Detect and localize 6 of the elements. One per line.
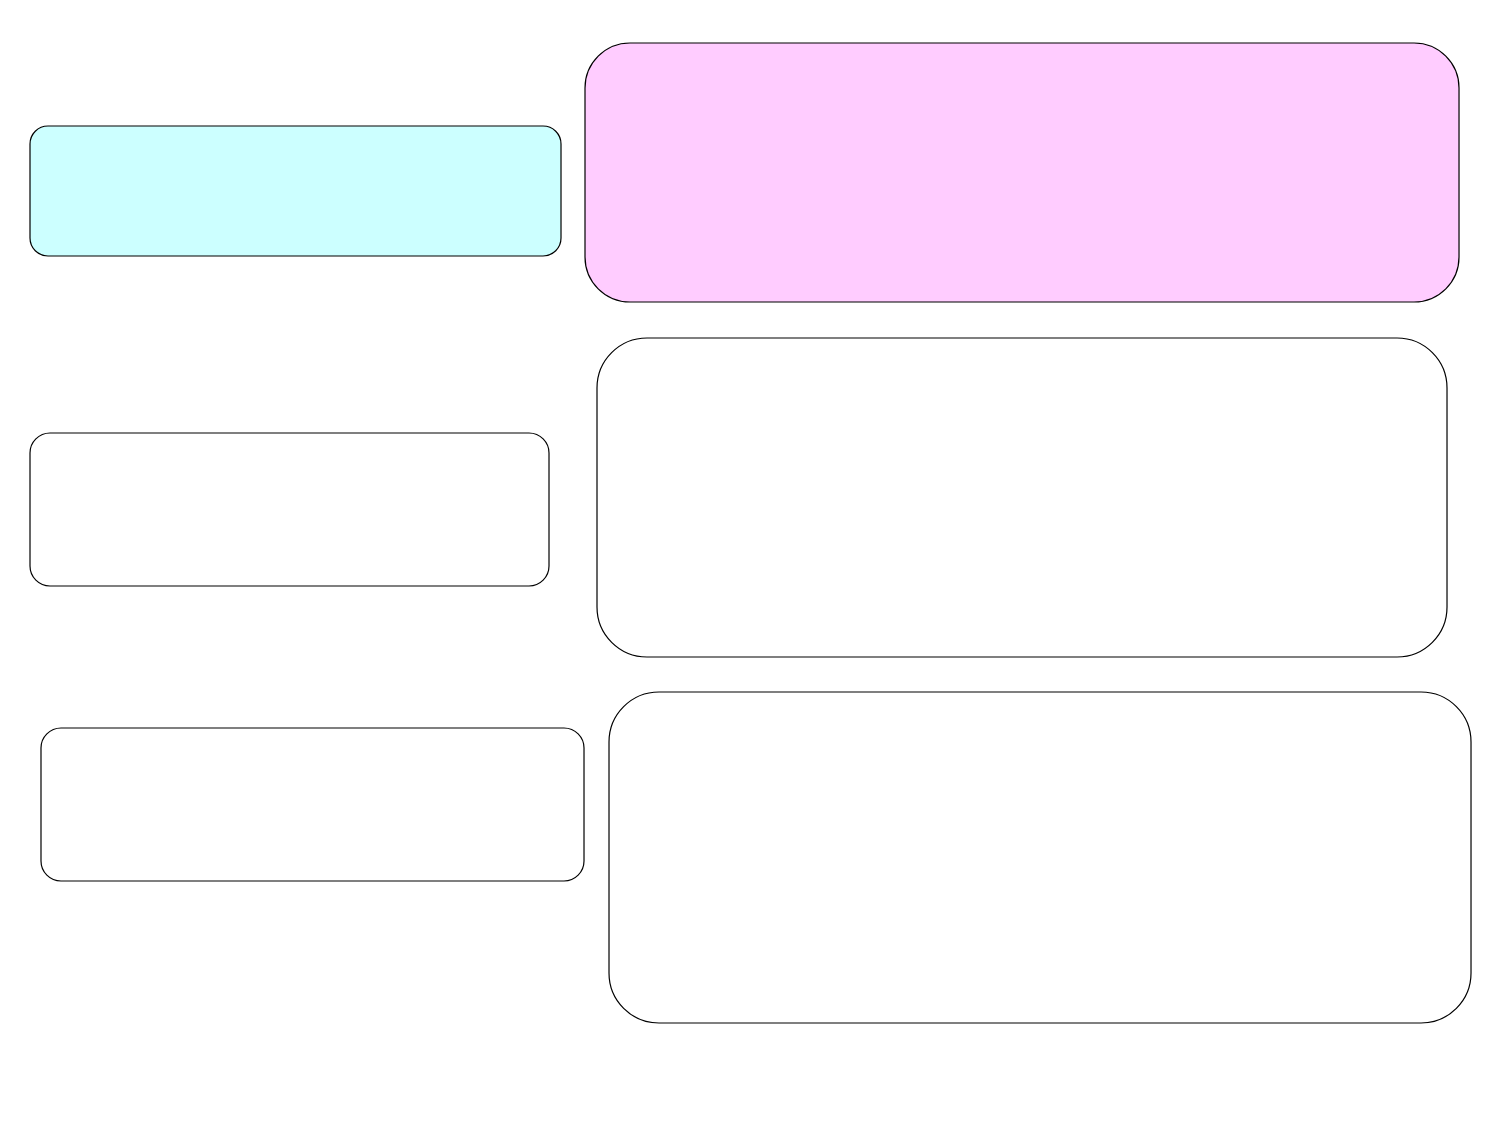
rounded-box (596, 337, 1448, 658)
rounded-box (29, 125, 562, 257)
rounded-box (40, 727, 585, 882)
rounded-box (608, 691, 1472, 1024)
rounded-box (29, 432, 550, 587)
rounded-box (584, 42, 1460, 303)
